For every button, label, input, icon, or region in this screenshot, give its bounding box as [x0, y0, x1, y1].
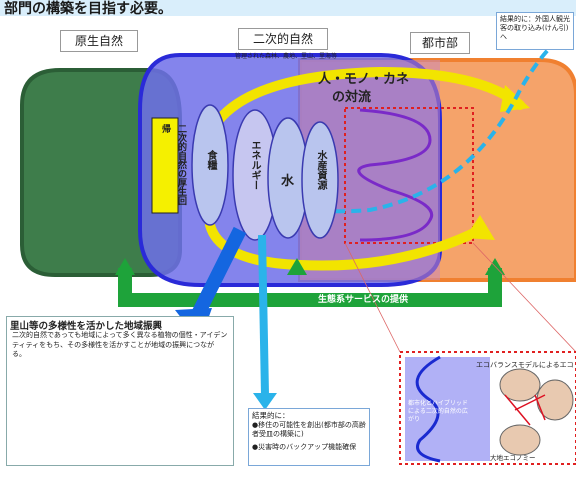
detail-arrows — [504, 394, 546, 426]
zoom-line-2 — [472, 242, 576, 353]
ecosystem-bracket — [118, 268, 502, 307]
urban-wave — [357, 108, 434, 242]
regional-box-body: 二次的自然であっても地域によって多く異なる植物の個性・アイデンティティをもち、そ… — [12, 331, 228, 358]
detail-side: 都市化とハイブリッドによる二次的自然の広がり — [408, 400, 468, 423]
migration-arrowhead — [253, 393, 277, 410]
regional-box-title: 里山等の多様性を活かした地域振興 — [10, 321, 163, 332]
secondary-nature-subtitle: 管理された森林、農地、里山、里海等 — [234, 53, 337, 60]
migration-arrow — [258, 234, 269, 396]
detail-wave — [415, 355, 441, 463]
primary-nature-title: 原生自然 — [60, 30, 138, 52]
foundation-label: 二次的自然の厚生回帰 — [160, 124, 186, 205]
ellipse-food — [191, 104, 229, 226]
ellipse-energy-label: エネルギー — [249, 140, 260, 190]
detail-circle-3 — [499, 424, 541, 456]
header-banner — [0, 0, 576, 16]
flow-arrowhead-2 — [465, 215, 495, 240]
note-bottom-center — [248, 408, 370, 466]
foundation-bar — [151, 117, 179, 214]
secondary-nature-title: 二次的自然 — [238, 28, 328, 50]
note-top-right: 結果的に：外国人観光客の取り込み(けん引)へ — [496, 12, 574, 50]
note-bottom-item2: ●災害時のバックアップ機能確保 — [252, 443, 357, 451]
regional-box — [6, 316, 234, 466]
ellipse-fisheries-label: 水産資源 — [315, 150, 326, 190]
ecosystem-arrow-left — [115, 258, 135, 275]
zoom-line-1 — [344, 242, 401, 353]
flow-loop — [210, 66, 525, 130]
detail-title: エコバランスモデルによるエコ — [476, 361, 574, 369]
ellipse-water-label: 水 — [281, 174, 295, 189]
header-title: 部⾨の構築を目指す必要。 — [4, 1, 172, 17]
flow-label-line2: の対流 — [332, 90, 372, 105]
detail-bottom: 大地エコノミー — [490, 454, 536, 462]
ecosystem-arrow-mid — [287, 258, 307, 275]
detail-circle-1 — [499, 368, 541, 402]
ellipse-fisheries — [301, 121, 339, 239]
ecosystem-services-label: 生態系サービスの提供 — [318, 295, 409, 305]
urban-title: 都市部 — [410, 32, 470, 54]
focus-box — [344, 107, 474, 244]
note-bottom-lead: 結果的に： — [252, 411, 290, 420]
flow-label-line1: 人・モノ・カネ — [318, 72, 410, 87]
note-bottom-item1: ●移住の可能性を創出(都市部の高齢者受皿の構築に) — [252, 421, 366, 438]
ellipse-food-label: 食糧 — [205, 150, 216, 170]
